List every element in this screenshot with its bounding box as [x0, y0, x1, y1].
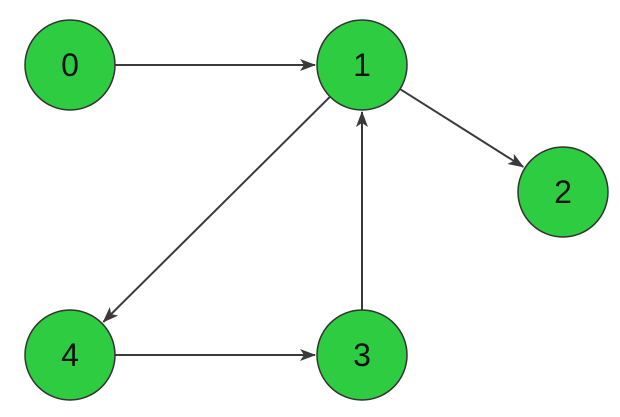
- node-label: 2: [554, 174, 572, 210]
- node-4: 4: [24, 309, 116, 401]
- node-label: 0: [61, 47, 79, 83]
- nodes-layer: 0 1 2 3 4: [24, 19, 609, 401]
- node-circle: [316, 309, 408, 401]
- node-circle: [316, 19, 408, 111]
- node-0: 0: [24, 19, 116, 111]
- node-1: 1: [316, 19, 408, 111]
- node-circle: [24, 309, 116, 401]
- edge-1-to-4: [102, 96, 331, 323]
- node-label: 1: [353, 47, 371, 83]
- node-label: 3: [353, 337, 371, 373]
- node-circle: [24, 19, 116, 111]
- edge-1-to-2: [399, 88, 525, 168]
- node-2: 2: [517, 146, 609, 238]
- edges-layer: [102, 59, 525, 361]
- node-3: 3: [316, 309, 408, 401]
- node-circle: [517, 146, 609, 238]
- node-label: 4: [61, 337, 79, 373]
